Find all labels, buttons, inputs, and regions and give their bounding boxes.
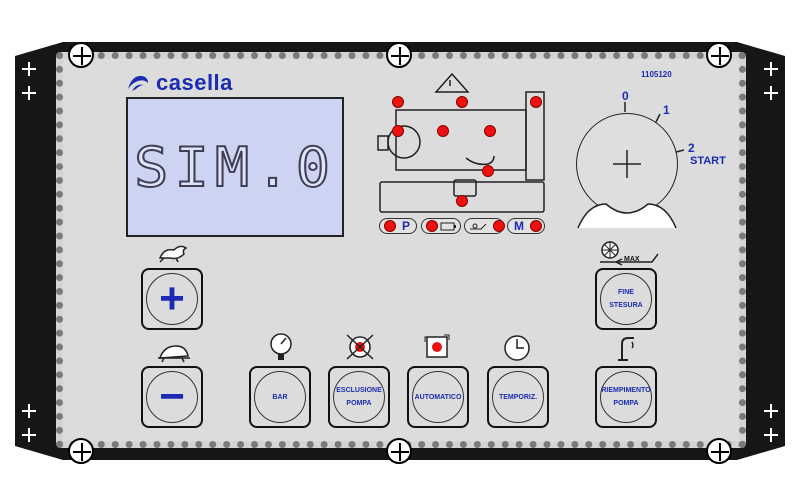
serial-number: 1105120 xyxy=(641,70,672,79)
casella-logo-icon xyxy=(128,75,148,91)
key-start-label: START xyxy=(690,155,726,167)
temporiz-button[interactable]: TEMPORIZ. xyxy=(487,366,549,428)
brand-name: casella xyxy=(156,70,233,95)
led-indicator xyxy=(392,125,404,137)
lcd-display: SIM.0 xyxy=(126,97,344,237)
status-pill-battery xyxy=(421,218,461,234)
key-position-2: 2 xyxy=(688,141,695,155)
engine-diagram xyxy=(377,72,545,213)
led-indicator xyxy=(484,125,496,137)
key-position-1: 1 xyxy=(663,103,670,117)
key-ticks xyxy=(624,102,685,153)
led-indicator xyxy=(456,195,468,207)
screw-icon xyxy=(386,42,412,68)
bar-button[interactable]: BAR xyxy=(249,366,311,428)
mount-hole-icon xyxy=(764,428,778,442)
riempimento-pompa-button-label: RIEMPIMENTO POMPA xyxy=(601,387,651,407)
minus-button-face: − xyxy=(146,371,198,423)
plus-icon: + xyxy=(159,274,185,323)
max-label: MAX xyxy=(624,256,640,263)
led-indicator xyxy=(482,165,494,177)
turtle-icon xyxy=(158,345,190,363)
pressure-gauge-icon xyxy=(270,333,292,360)
status-pill-pressure: P xyxy=(379,218,417,234)
esclusione-pompa-button-label: ESCLUSIONE POMPA xyxy=(336,387,382,407)
fine-stesura-button[interactable]: FINE STESURA xyxy=(595,268,657,330)
riempimento-pompa-button-face: RIEMPIMENTO POMPA xyxy=(600,371,652,423)
automatico-button-label: AUTOMATICO xyxy=(414,393,462,401)
plus-button[interactable]: + xyxy=(141,268,203,330)
key-switch-base xyxy=(577,203,677,229)
led-indicator xyxy=(530,220,542,232)
pump-fill-icon xyxy=(618,337,634,361)
oil-can-icon xyxy=(470,223,487,230)
crosshair-icon xyxy=(613,150,641,178)
oil-icon xyxy=(465,155,495,166)
mount-hole-icon xyxy=(22,404,36,418)
key-position-0: 0 xyxy=(622,89,629,103)
fine-stesura-button-face: FINE STESURA xyxy=(600,273,652,325)
automatico-button[interactable]: AUTOMATICO xyxy=(407,366,469,428)
bar-button-face: BAR xyxy=(254,371,306,423)
mount-hole-icon xyxy=(764,86,778,100)
riempimento-pompa-button[interactable]: RIEMPIMENTO POMPA xyxy=(595,366,657,428)
mount-hole-icon xyxy=(764,404,778,418)
minus-icon: − xyxy=(159,372,185,421)
led-indicator xyxy=(384,220,396,232)
esclusione-pompa-button[interactable]: ESCLUSIONE POMPA xyxy=(328,366,390,428)
pump-excluded-icon xyxy=(346,334,374,360)
screw-icon xyxy=(68,438,94,464)
battery-icon xyxy=(440,222,456,231)
brand-logo: casella xyxy=(126,70,233,96)
fine-stesura-button-label: FINE STESURA xyxy=(609,289,643,309)
status-pill-maintenance: M xyxy=(507,218,545,234)
mount-hole-icon xyxy=(22,62,36,76)
led-indicator xyxy=(456,96,468,108)
led-indicator xyxy=(530,96,542,108)
lcd-text: SIM.0 xyxy=(133,135,337,200)
mount-hole-icon xyxy=(764,62,778,76)
warning-icon xyxy=(434,72,470,93)
led-indicator xyxy=(437,125,449,137)
screw-icon xyxy=(706,438,732,464)
hose-reel-max-icon xyxy=(600,241,659,266)
minus-button[interactable]: − xyxy=(141,366,203,428)
esclusione-pompa-button-face: ESCLUSIONE POMPA xyxy=(333,371,385,423)
led-indicator xyxy=(392,96,404,108)
automatic-icon xyxy=(424,334,450,358)
led-indicator xyxy=(493,220,505,232)
status-pill-oil xyxy=(464,218,505,234)
screw-icon xyxy=(68,42,94,68)
led-indicator xyxy=(426,220,438,232)
pill-label: P xyxy=(402,219,411,233)
plus-button-face: + xyxy=(146,273,198,325)
timer-icon xyxy=(504,335,530,361)
screw-icon xyxy=(386,438,412,464)
temporiz-button-label: TEMPORIZ. xyxy=(498,393,538,401)
mount-hole-icon xyxy=(22,428,36,442)
rabbit-icon xyxy=(158,245,188,263)
temporiz-button-face: TEMPORIZ. xyxy=(492,371,544,423)
base-frame-icon xyxy=(379,181,545,213)
automatico-button-face: AUTOMATICO xyxy=(412,371,464,423)
engine-block-icon xyxy=(395,109,527,171)
screw-icon xyxy=(706,42,732,68)
bar-button-label: BAR xyxy=(272,393,288,401)
mount-hole-icon xyxy=(22,86,36,100)
pill-label: M xyxy=(514,219,524,233)
